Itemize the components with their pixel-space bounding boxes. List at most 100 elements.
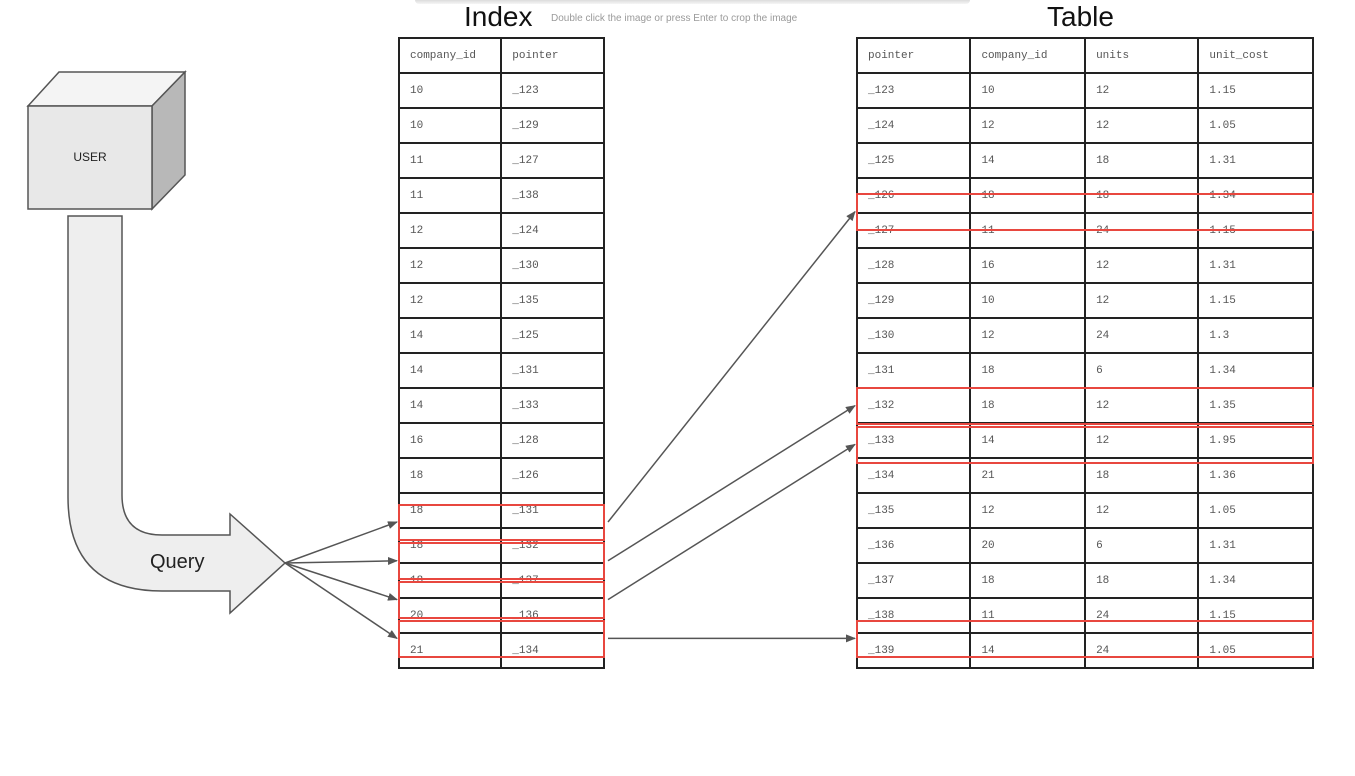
table-cell: 1.05	[1197, 107, 1314, 144]
index-header-cell: pointer	[500, 37, 605, 74]
table-cell: 20	[969, 527, 1087, 564]
table-cell: 1.05	[1197, 632, 1314, 669]
table-cell: _139	[855, 632, 972, 669]
query-label: Query	[150, 551, 205, 573]
index-cell: _125	[500, 317, 605, 354]
query-to-index-arrow	[284, 521, 398, 564]
index-row: 18_137	[397, 562, 605, 599]
table-cell: 18	[1084, 142, 1200, 179]
index-row: 10_129	[397, 107, 605, 144]
table-cell: 14	[969, 142, 1087, 179]
table-cell: 10	[969, 72, 1087, 109]
index-cell: 16	[397, 422, 503, 459]
table-header-cell: units	[1084, 37, 1200, 74]
table-cell: 18	[1084, 177, 1200, 214]
index-cell: 18	[397, 562, 503, 599]
table-cell: _138	[855, 597, 972, 634]
table-cell: 1.34	[1197, 352, 1314, 389]
index-row: 18_132	[397, 527, 605, 564]
table-cell: 18	[969, 352, 1087, 389]
table-cell: 12	[1084, 107, 1200, 144]
table-cell: 1.95	[1197, 422, 1314, 459]
index-row: 12_135	[397, 282, 605, 319]
index-row: 14_125	[397, 317, 605, 354]
query-to-index-arrow	[284, 562, 398, 640]
table-cell: _128	[855, 247, 972, 284]
table-cell: 1.05	[1197, 492, 1314, 529]
table-cell: _131	[855, 352, 972, 389]
table-cell: _126	[855, 177, 972, 214]
pointer-link-arrow	[607, 210, 856, 523]
index-row: 20_136	[397, 597, 605, 634]
index-cell: 18	[397, 492, 503, 529]
table-cell: 1.31	[1197, 247, 1314, 284]
table-cell: 1.15	[1197, 597, 1314, 634]
table-cell: 1.15	[1197, 282, 1314, 319]
index-cell: 11	[397, 177, 503, 214]
table-cell: 12	[1084, 387, 1200, 424]
table-header-cell: company_id	[969, 37, 1087, 74]
table-cell: 12	[1084, 247, 1200, 284]
table-cell: 12	[969, 492, 1087, 529]
index-row: 12_124	[397, 212, 605, 249]
table-cell: 1.34	[1197, 177, 1314, 214]
index-title: Index	[464, 1, 533, 32]
table-cell: 10	[969, 282, 1087, 319]
table-cell: 12	[1084, 422, 1200, 459]
index-cell: _130	[500, 247, 605, 284]
table-cell: 18	[969, 177, 1087, 214]
user-label: USER	[73, 150, 107, 164]
index-cell: 10	[397, 72, 503, 109]
index-cell: _138	[500, 177, 605, 214]
table-cell: _129	[855, 282, 972, 319]
table-title: Table	[1047, 1, 1114, 32]
index-cell: 12	[397, 282, 503, 319]
table-cell: 12	[1084, 72, 1200, 109]
query-to-index-arrow	[284, 562, 398, 601]
index-cell: 18	[397, 527, 503, 564]
table-cell: _124	[855, 107, 972, 144]
table-cell: _123	[855, 72, 972, 109]
index-cell: _127	[500, 142, 605, 179]
table-cell: _130	[855, 317, 972, 354]
table-header-cell: pointer	[855, 37, 972, 74]
table-cell: 6	[1084, 352, 1200, 389]
index-cell: _131	[500, 352, 605, 389]
index-cell: 14	[397, 352, 503, 389]
table-cell: 11	[969, 597, 1087, 634]
table-cell: 24	[1084, 597, 1200, 634]
table-cell: 1.3	[1197, 317, 1314, 354]
index-row: 16_128	[397, 422, 605, 459]
index-cell: _124	[500, 212, 605, 249]
query-arrow-icon	[67, 215, 287, 615]
toolbar-edge	[415, 0, 970, 4]
table-cell: 18	[969, 562, 1087, 599]
table-cell: 12	[969, 317, 1087, 354]
table-cell: _136	[855, 527, 972, 564]
index-cell: _137	[500, 562, 605, 599]
table-header-cell: unit_cost	[1197, 37, 1314, 74]
index-cell: _126	[500, 457, 605, 494]
pointer-link-arrow	[607, 404, 856, 562]
index-row: 11_138	[397, 177, 605, 214]
index-row: 11_127	[397, 142, 605, 179]
table-cell: 12	[1084, 282, 1200, 319]
crop-hint: Double click the image or press Enter to…	[551, 13, 798, 24]
pointer-arrows	[607, 210, 856, 643]
index-cell: 10	[397, 107, 503, 144]
table-cell: 18	[1084, 562, 1200, 599]
index-cell: 14	[397, 317, 503, 354]
table-cell: _137	[855, 562, 972, 599]
table-cell: 14	[969, 632, 1087, 669]
table-cell: 16	[969, 247, 1087, 284]
